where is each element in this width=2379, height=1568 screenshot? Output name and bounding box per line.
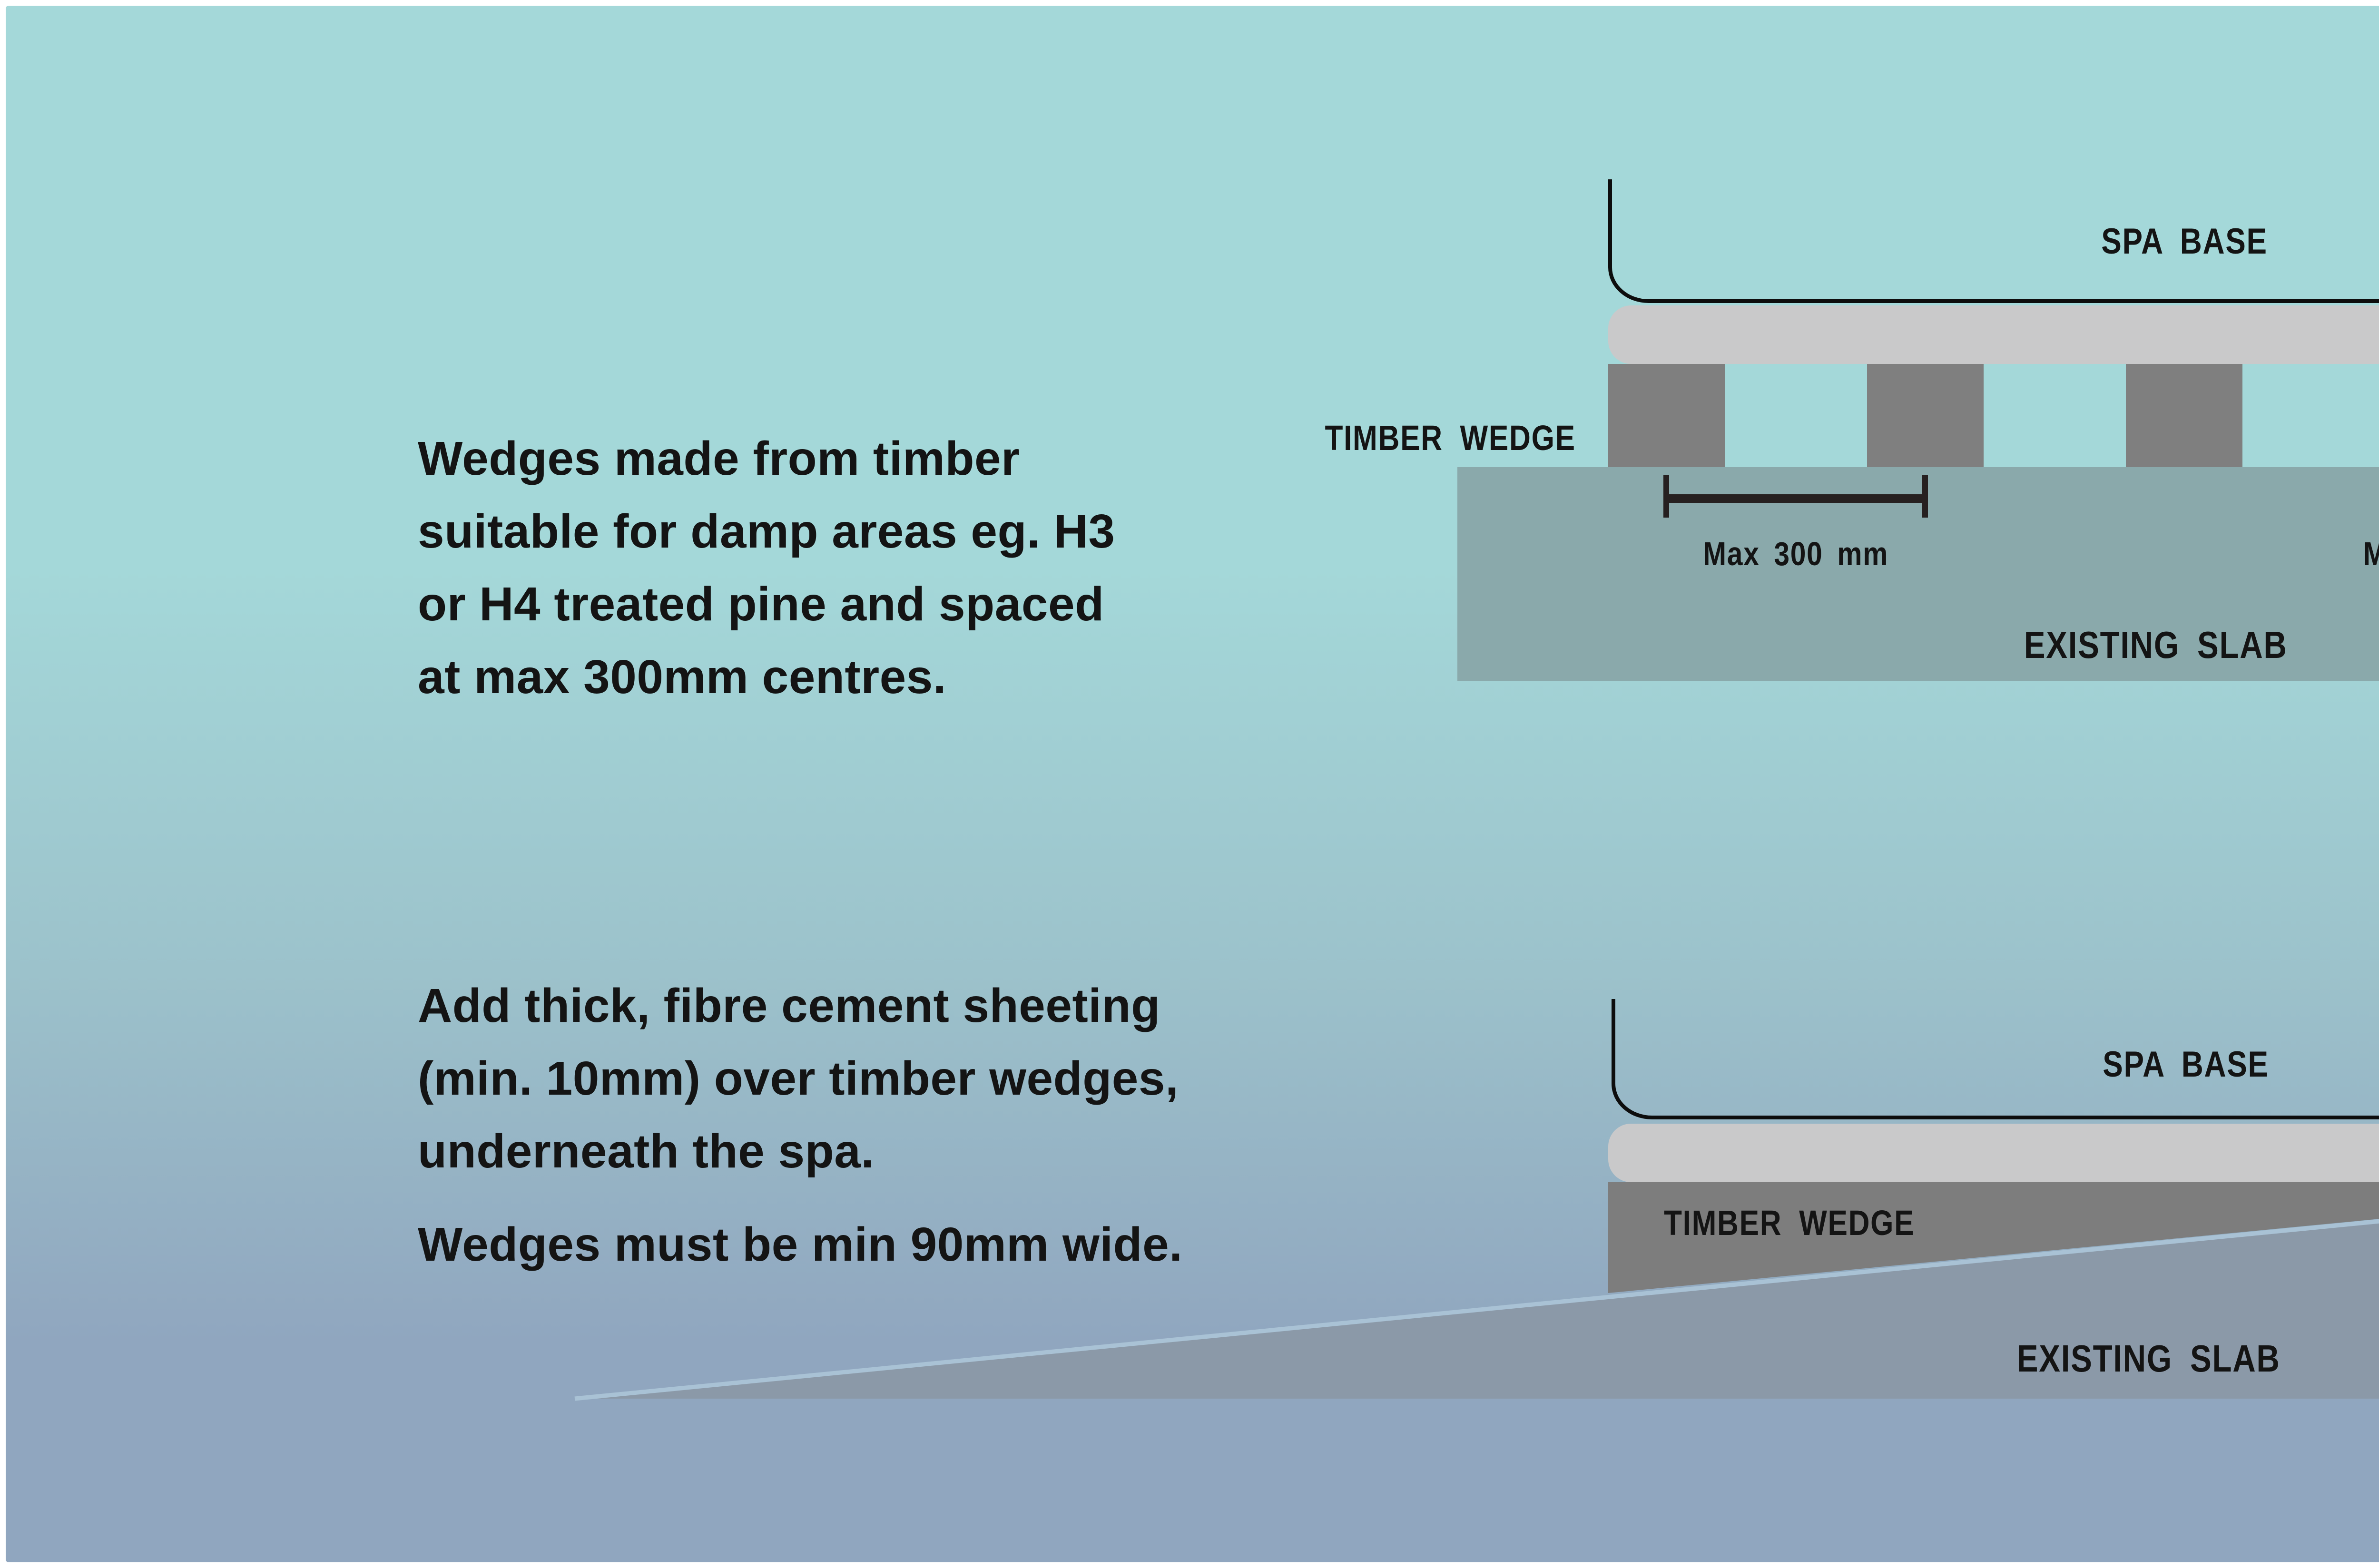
fibre-cement-sheet: FIBRE CEMENT: [1608, 1124, 2379, 1182]
timber-wedge: [1608, 364, 1725, 467]
spa-base-label-text: SPA BASE: [2103, 1044, 2270, 1085]
fibre-cement-sheet: FIBRE CEMENT: [1608, 305, 2379, 364]
existing-slab-label-text: EXISTING SLAB: [2024, 624, 2288, 666]
spa-base-label: SPA BASE: [1608, 221, 2379, 262]
spa-base-label: SPA BASE: [1612, 1044, 2379, 1085]
note-line: or H4 treated pine and spaced: [418, 578, 1104, 631]
note-materials: Wedges made from timber suitable for dam…: [418, 422, 1115, 714]
timber-wedge: [1867, 364, 1984, 467]
note-sheeting: Add thick, fibre cement sheeting (min. 1…: [418, 970, 1179, 1188]
spa-base-outline: [1612, 999, 2379, 1119]
side-view-shapes: [574, 1182, 2379, 1401]
timber-wedge-label: TIMBER WEDGE: [1664, 1203, 1963, 1243]
existing-slab: [1457, 467, 2379, 681]
spa-base-label-text: SPA BASE: [2101, 221, 2268, 262]
spa-base-outline: [1608, 179, 2379, 303]
dimension-max-label-text: Max 300 mm: [1702, 535, 1889, 572]
timber-wedge: [2126, 364, 2242, 467]
front-view-caption: FRONT VIEW: [2337, 688, 2379, 722]
dimension-max-label: Max 300 mm: [1653, 535, 1938, 573]
note-line: Wedges made from timber: [418, 432, 1020, 485]
note-line: (min. 10mm) over timber wedges,: [418, 1052, 1179, 1105]
dimension-min-label: Min 90 mm: [2302, 535, 2379, 573]
existing-slab-label: EXISTING SLAB: [1457, 623, 2379, 667]
slab-edge-highlight: [574, 1219, 2379, 1401]
timber-wedge-label: TIMBER WEDGE: [1095, 418, 1576, 458]
timber-wedge-label-text: TIMBER WEDGE: [1664, 1203, 1915, 1243]
existing-slab-label: EXISTING SLAB: [1958, 1337, 2339, 1381]
note-wedge-width: Wedges must be min 90mm wide.: [418, 1208, 1183, 1281]
timber-wedge-label-text: TIMBER WEDGE: [1325, 418, 1576, 458]
note-line: Wedges must be min 90mm wide.: [418, 1218, 1183, 1271]
note-line: underneath the spa.: [418, 1125, 875, 1178]
existing-slab-label-text: EXISTING SLAB: [2017, 1337, 2281, 1380]
timber-wedge-shape: [1608, 1182, 2379, 1293]
note-line: suitable for damp areas eg. H3: [418, 505, 1115, 558]
side-view-caption: SIDE VIEW: [2359, 1415, 2379, 1449]
note-line: Add thick, fibre cement sheeting: [418, 979, 1160, 1032]
dimension-min-label-text: Min 90 mm: [2363, 535, 2379, 573]
note-line: at max 300mm centres.: [418, 650, 947, 704]
dimension-bar: [1666, 494, 1928, 503]
